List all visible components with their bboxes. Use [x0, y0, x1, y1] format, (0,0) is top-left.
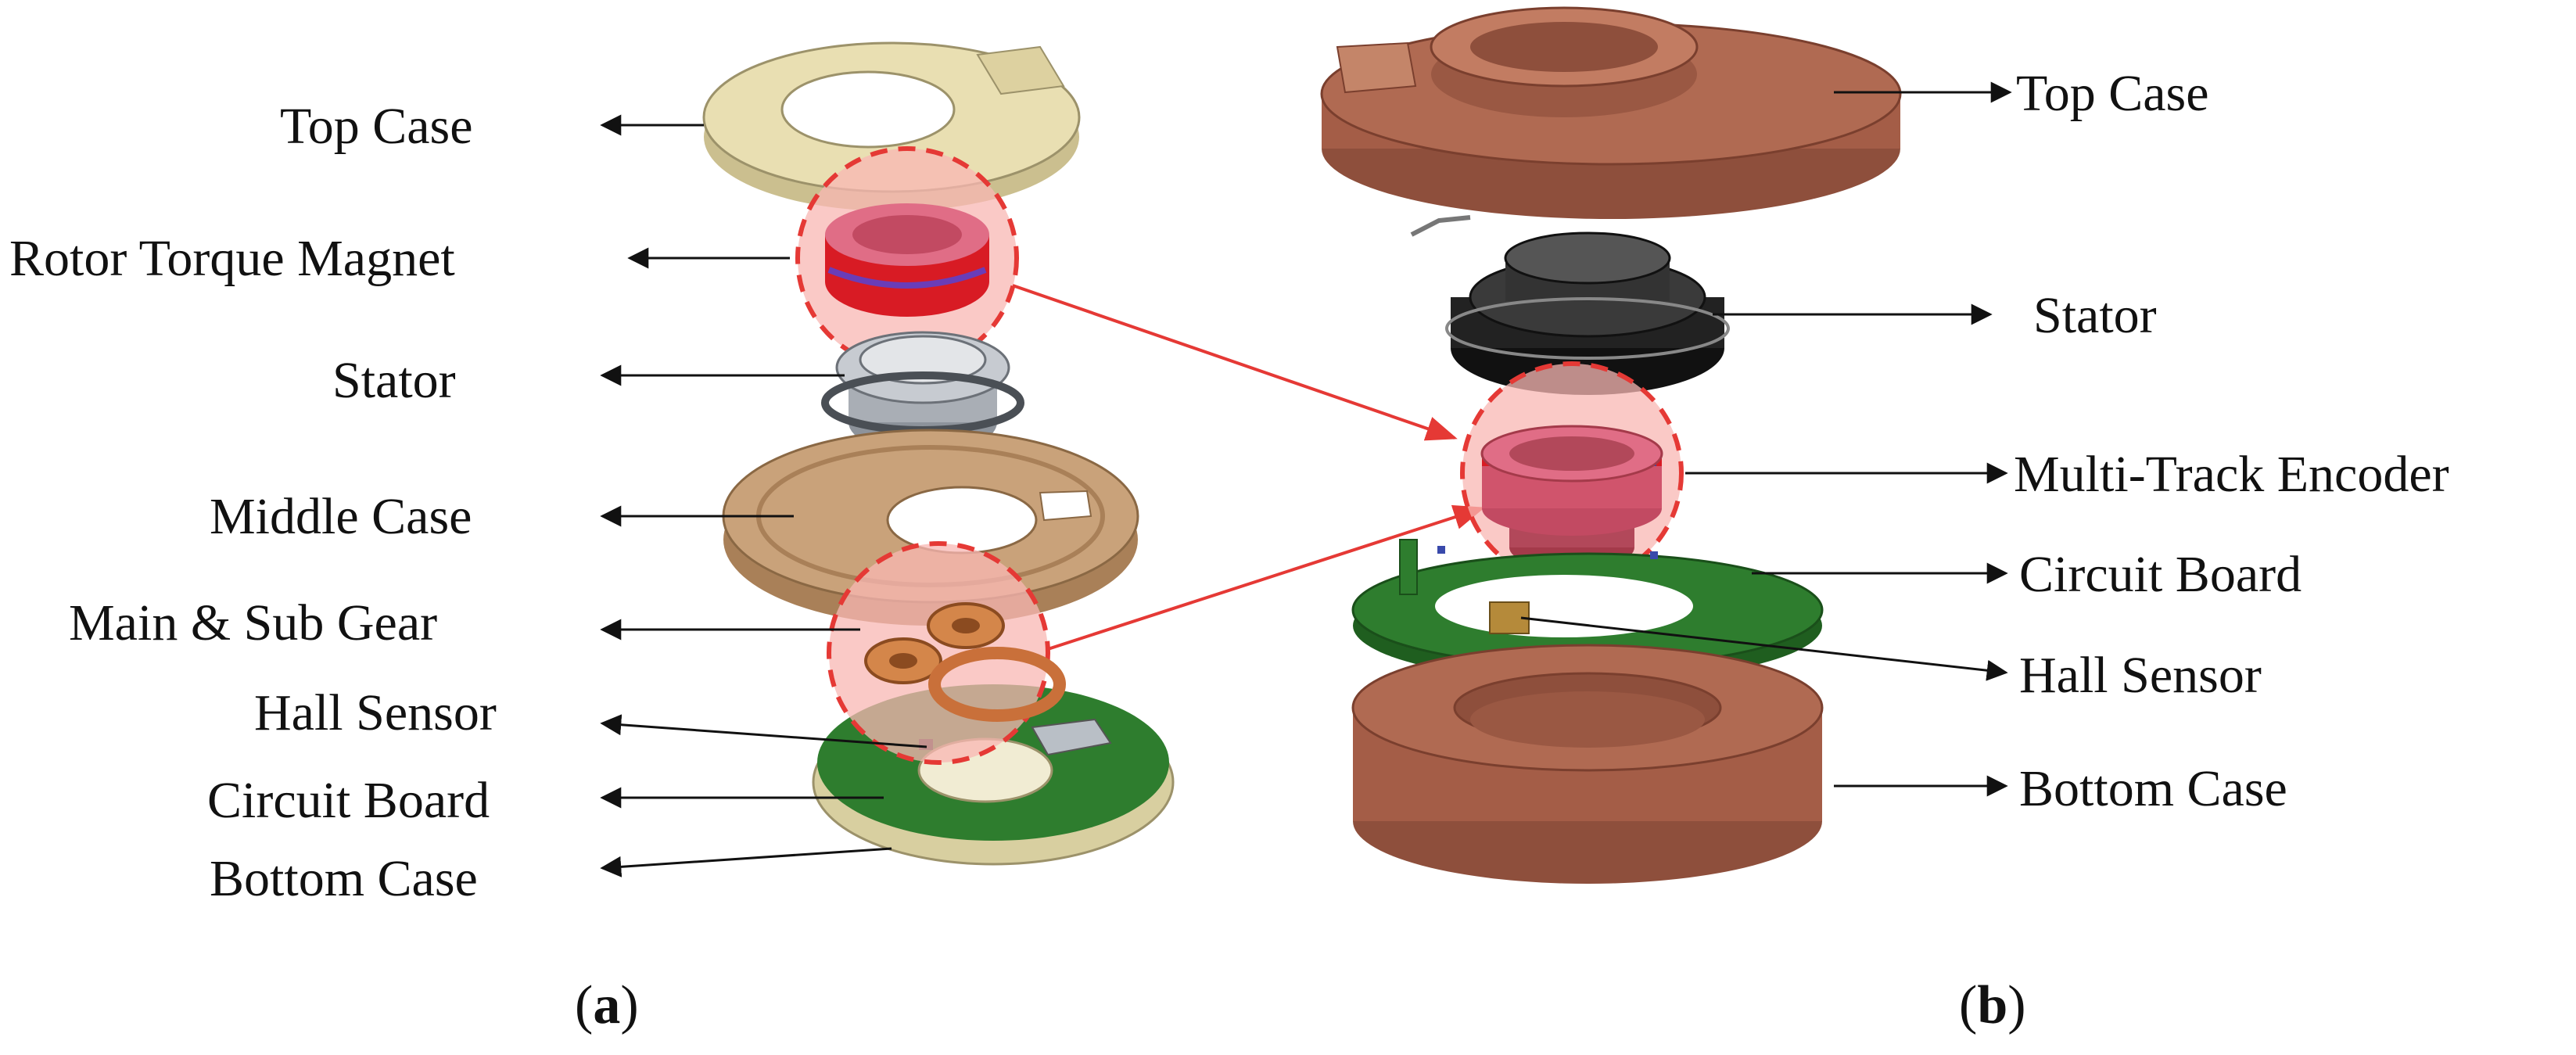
stator-part-a — [821, 331, 1024, 454]
sensor-pin-part-b — [1410, 215, 1471, 237]
panel-captions: (a) (b) — [575, 975, 2026, 1035]
label-b-multi-track-encoder: Multi-Track Encoder — [2014, 446, 2449, 503]
caption-b-letter: b — [1977, 975, 2007, 1035]
stator-part-b — [1445, 231, 1730, 395]
panel-b — [1320, 6, 2012, 884]
caption-b: (b) — [1959, 975, 2026, 1035]
label-a-bottom-case: Bottom Case — [210, 850, 478, 907]
main-sub-gear-part-a — [827, 541, 1066, 765]
rotor-torque-magnet-part-a — [795, 146, 1019, 370]
panel-a — [600, 41, 1175, 877]
label-b-hall-sensor: Hall Sensor — [2019, 647, 2262, 704]
multi-track-encoder-part-b — [1460, 361, 1684, 585]
label-a-stator: Stator — [332, 352, 456, 409]
leader-lines-a — [600, 114, 927, 877]
caption-a-letter: a — [593, 975, 620, 1035]
bottom-case-part-b — [1351, 644, 1824, 884]
label-a-circuit-board: Circuit Board — [207, 772, 490, 829]
label-a-top-case: Top Case — [280, 98, 473, 155]
label-a-hall-sensor: Hall Sensor — [254, 684, 497, 741]
leader-lines-b — [1520, 81, 2012, 797]
label-a-middle-case: Middle Case — [210, 488, 472, 545]
label-a-rotor-torque-magnet: Rotor Torque Magnet — [9, 230, 455, 287]
label-b-stator: Stator — [2033, 287, 2157, 344]
labels-panel-b: Top Case Stator Multi-Track Encoder Circ… — [2014, 65, 2449, 817]
top-case-part-b — [1320, 6, 1902, 219]
label-b-bottom-case: Bottom Case — [2019, 760, 2287, 817]
label-b-top-case: Top Case — [2016, 65, 2209, 122]
top-case-part-a — [702, 41, 1081, 211]
connector-arrows — [1012, 284, 1485, 651]
label-a-main-sub-gear: Main & Sub Gear — [69, 594, 437, 651]
label-b-circuit-board: Circuit Board — [2019, 546, 2302, 603]
caption-a: (a) — [575, 975, 639, 1035]
labels-panel-a: Top Case Rotor Torque Magnet Stator Midd… — [9, 98, 497, 907]
